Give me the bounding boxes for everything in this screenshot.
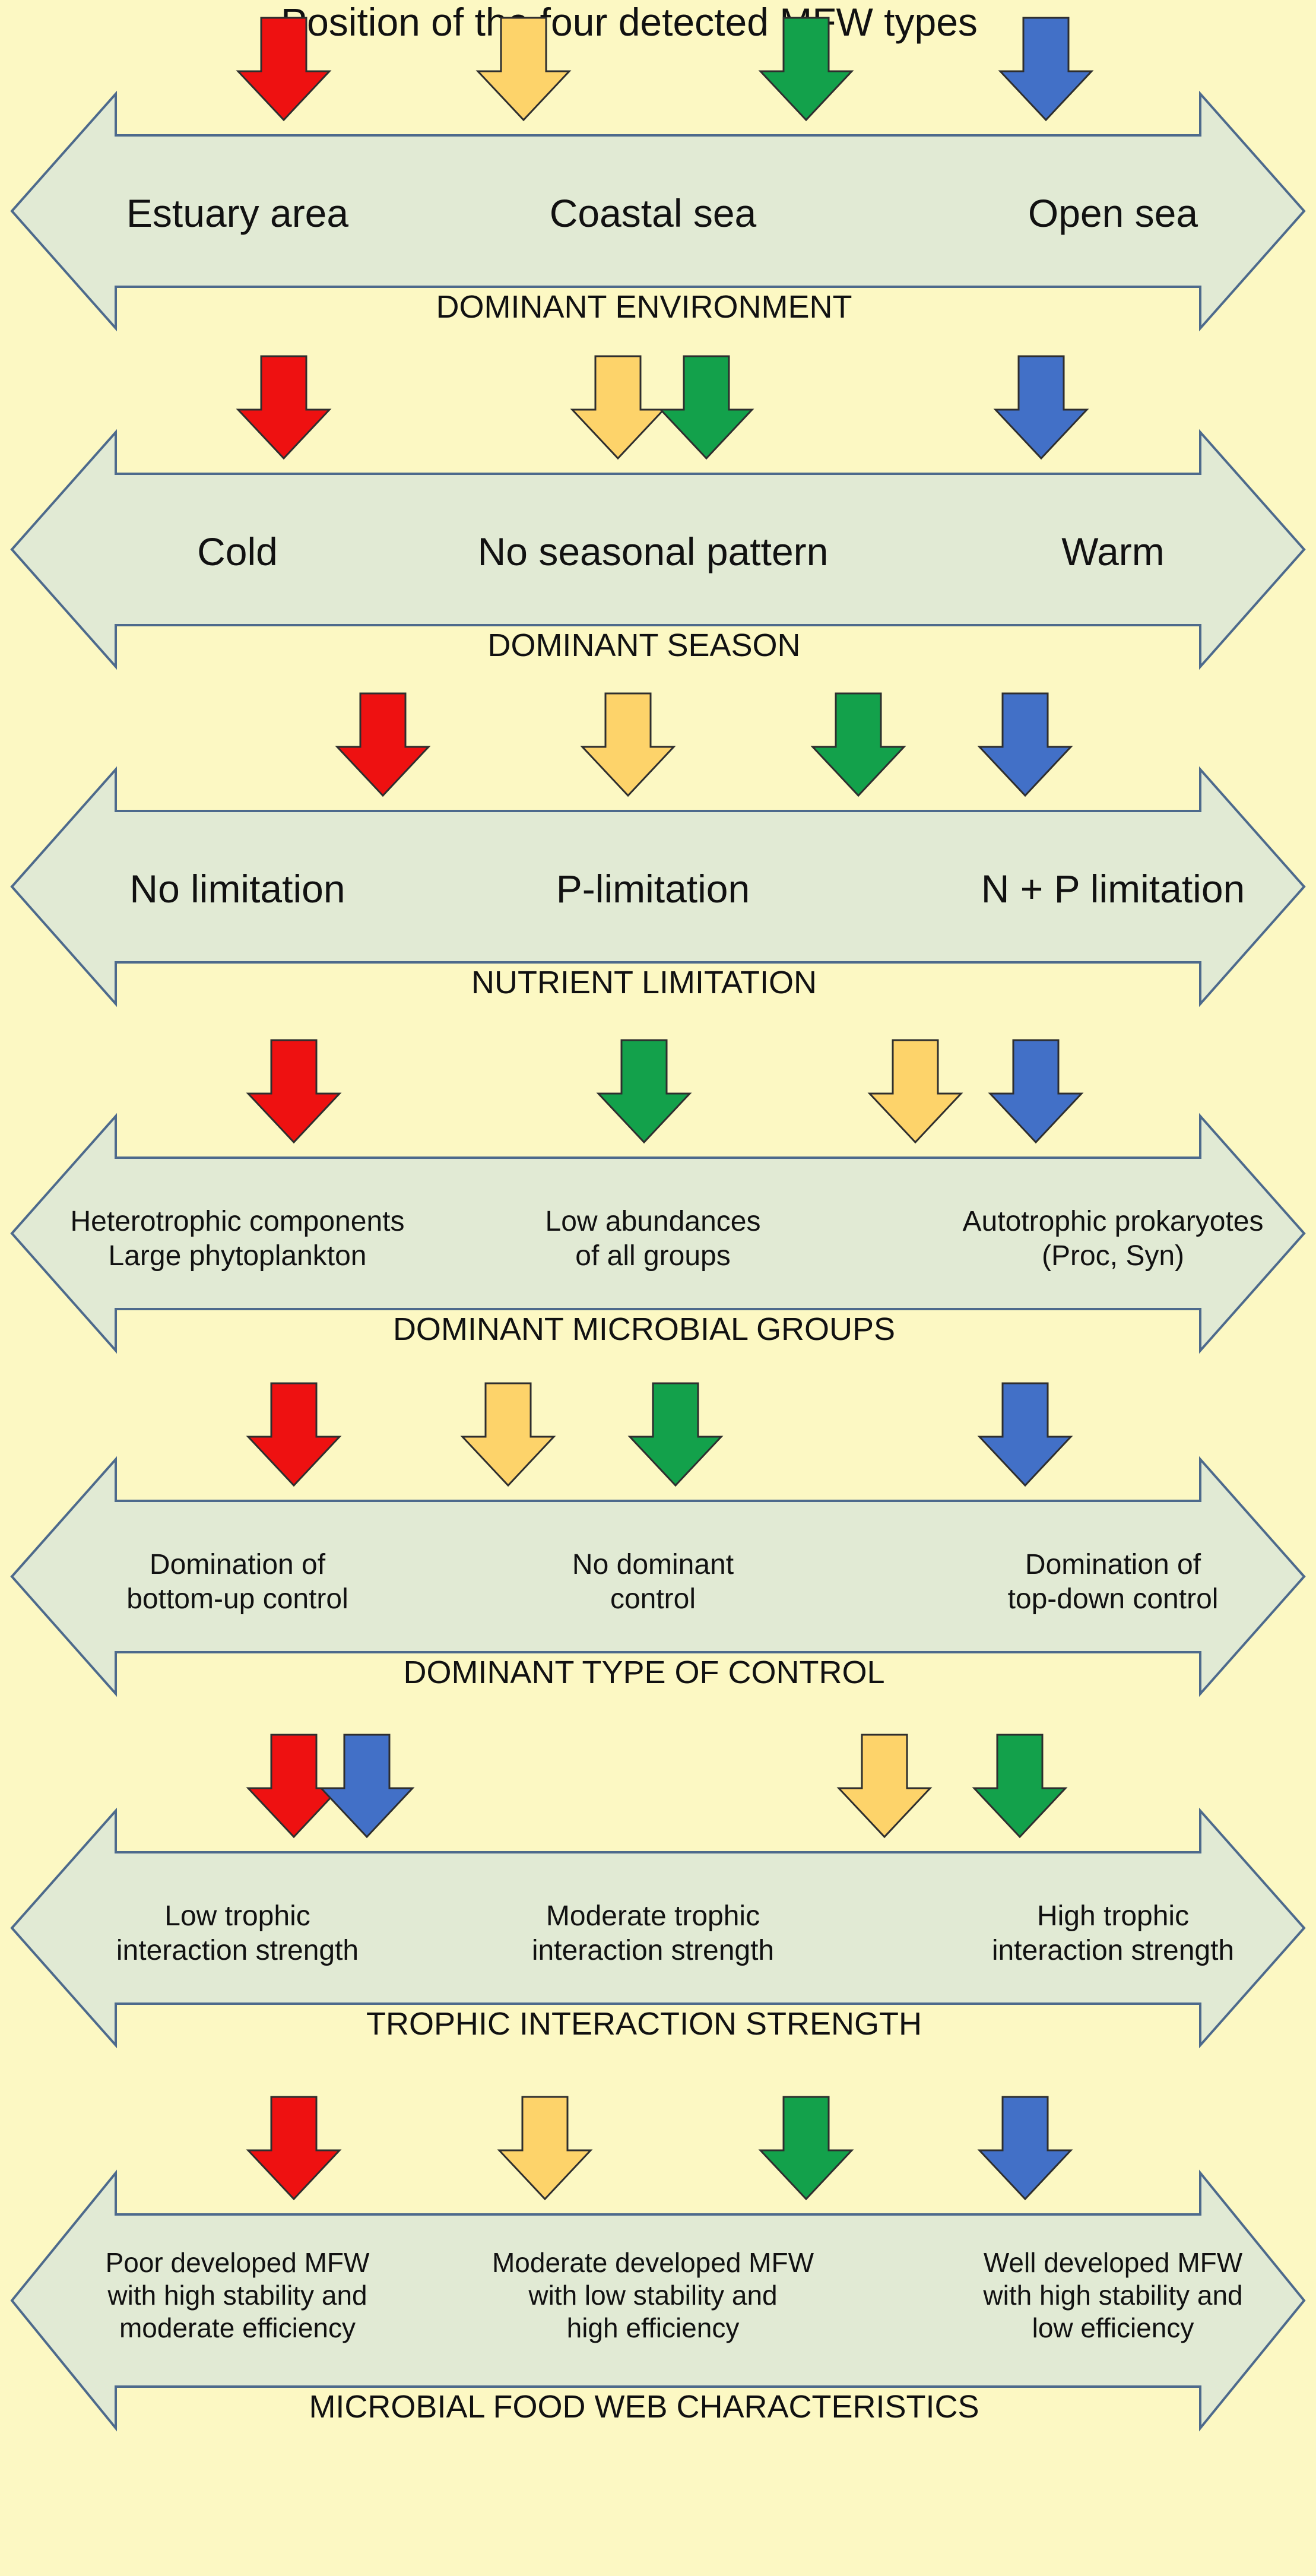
panel-caption: DOMINANT MICROBIAL GROUPS — [393, 1311, 895, 1347]
position-label: bottom-up control — [126, 1583, 348, 1615]
panels: Estuary area Coastal sea Open seaDOMINANT … — [10, 17, 1306, 2432]
position-label: Domination of — [1025, 1549, 1201, 1580]
panel-band-arrow — [10, 1113, 1306, 1354]
green-mfw-marker — [810, 692, 906, 797]
panel-band-arrow — [10, 1456, 1306, 1697]
green-mfw-marker — [758, 17, 854, 122]
panel-caption: DOMINANT ENVIRONMENT — [436, 289, 852, 325]
blue-mfw-marker — [319, 1734, 415, 1839]
position-label: with high stability and — [107, 2280, 367, 2311]
green-mfw-marker — [758, 2096, 854, 2201]
green-mfw-marker — [658, 355, 754, 460]
yellow-mfw-marker — [460, 1382, 556, 1487]
position-label: Autotrophic prokaryotes — [963, 1206, 1264, 1237]
panel-band-arrow — [10, 766, 1306, 1007]
position-label: Moderate developed MFW — [492, 2247, 814, 2278]
red-mfw-marker — [335, 692, 431, 797]
position-label: Well developed MFW — [984, 2247, 1243, 2278]
red-mfw-marker — [236, 17, 332, 122]
red-mfw-marker — [246, 1039, 342, 1144]
red-mfw-marker — [236, 355, 332, 460]
yellow-mfw-marker — [580, 692, 676, 797]
position-label: Large phytoplankton — [109, 1240, 367, 1272]
panel-band-arrow — [10, 1807, 1306, 2049]
blue-mfw-marker — [977, 1382, 1073, 1487]
panel-environment: Estuary area Coastal sea Open seaDOMINANT … — [10, 17, 1306, 332]
position-label: interaction strength — [532, 1935, 774, 1966]
red-mfw-marker — [246, 1734, 342, 1839]
position-label: N + P limitation — [981, 867, 1245, 911]
blue-mfw-marker — [993, 355, 1089, 460]
panel-caption: DOMINANT SEASON — [487, 628, 800, 663]
position-label: High trophic — [1037, 1900, 1189, 1932]
position-label: Low trophic — [164, 1900, 310, 1932]
red-mfw-marker — [246, 1382, 342, 1487]
position-label: with low stability and — [528, 2280, 777, 2311]
position-label: Low abundances — [546, 1206, 761, 1237]
position-label: of all groups — [575, 1240, 731, 1272]
panel-band-arrow — [10, 429, 1306, 670]
position-label: Heterotrophic components — [71, 1206, 405, 1237]
green-mfw-marker — [596, 1039, 692, 1144]
panel-band-arrow — [10, 2169, 1306, 2432]
position-label: Poor developed MFW — [106, 2247, 370, 2278]
position-label: interaction strength — [116, 1935, 359, 1966]
position-label: high efficiency — [567, 2312, 740, 2343]
yellow-mfw-marker — [836, 1734, 933, 1839]
position-label: Cold — [197, 530, 278, 573]
position-label: top-down control — [1008, 1583, 1219, 1615]
blue-mfw-marker — [988, 1039, 1084, 1144]
blue-mfw-marker — [977, 2096, 1073, 2201]
title-text: Position of the four detected MFW types — [281, 0, 978, 44]
panel-band-arrow — [10, 90, 1306, 332]
panel-caption: MICROBIAL FOOD WEB CHARACTERISTICS — [309, 2389, 979, 2425]
position-label: Domination of — [150, 1549, 326, 1580]
position-label: control — [610, 1583, 696, 1615]
yellow-mfw-marker — [497, 2096, 593, 2201]
position-label: (Proc, Syn) — [1042, 1240, 1184, 1272]
panel-nutrient: No limitation P-limitation N + P limitatio… — [10, 692, 1306, 1007]
position-label: P-limitation — [556, 867, 750, 911]
yellow-mfw-marker — [475, 17, 572, 122]
panel-caption: DOMINANT TYPE OF CONTROL — [403, 1655, 884, 1690]
position-label: No seasonal pattern — [478, 530, 829, 573]
position-label: Open sea — [1028, 191, 1198, 235]
position-label: Warm — [1061, 530, 1165, 573]
position-label: Moderate trophic — [546, 1900, 760, 1932]
position-label: interaction strength — [992, 1935, 1234, 1966]
yellow-mfw-marker — [570, 355, 666, 460]
red-mfw-marker — [246, 2096, 342, 2201]
yellow-mfw-marker — [867, 1039, 963, 1144]
blue-mfw-marker — [998, 17, 1094, 122]
green-mfw-marker — [627, 1382, 724, 1487]
panel-caption: TROPHIC INTERACTION STRENGTH — [366, 2006, 922, 2042]
position-label: with high stability and — [982, 2280, 1242, 2311]
position-label: low efficiency — [1032, 2312, 1194, 2343]
position-label: No dominant — [572, 1549, 734, 1580]
position-label: moderate efficiency — [119, 2312, 356, 2343]
position-label: Estuary area — [126, 191, 348, 235]
position-label: Coastal sea — [550, 191, 757, 235]
blue-mfw-marker — [977, 692, 1073, 797]
panel-caption: NUTRIENT LIMITATION — [471, 965, 817, 1000]
green-mfw-marker — [972, 1734, 1068, 1839]
position-label: No limitation — [129, 867, 345, 911]
